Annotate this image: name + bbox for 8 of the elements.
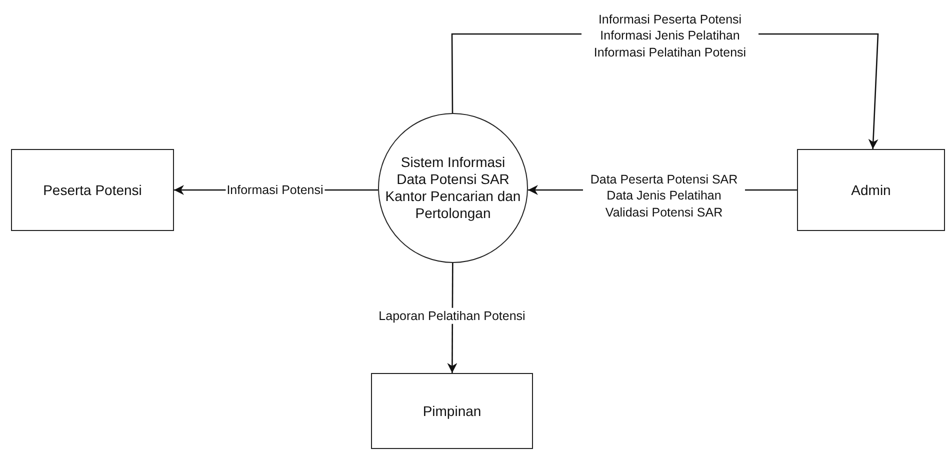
node-label: Peserta Potensi [43, 182, 142, 198]
entity-box [371, 373, 533, 449]
entity-box [11, 149, 174, 231]
edge-label: Laporan Pelatihan Potensi [378, 308, 526, 324]
node-label: Admin [851, 182, 891, 198]
node-label: Sistem Informasi Data Potensi SAR Kantor Pencarian dan Pertolongan [385, 154, 521, 222]
node-label: Pimpinan [422, 402, 482, 420]
entity-box [797, 149, 945, 231]
